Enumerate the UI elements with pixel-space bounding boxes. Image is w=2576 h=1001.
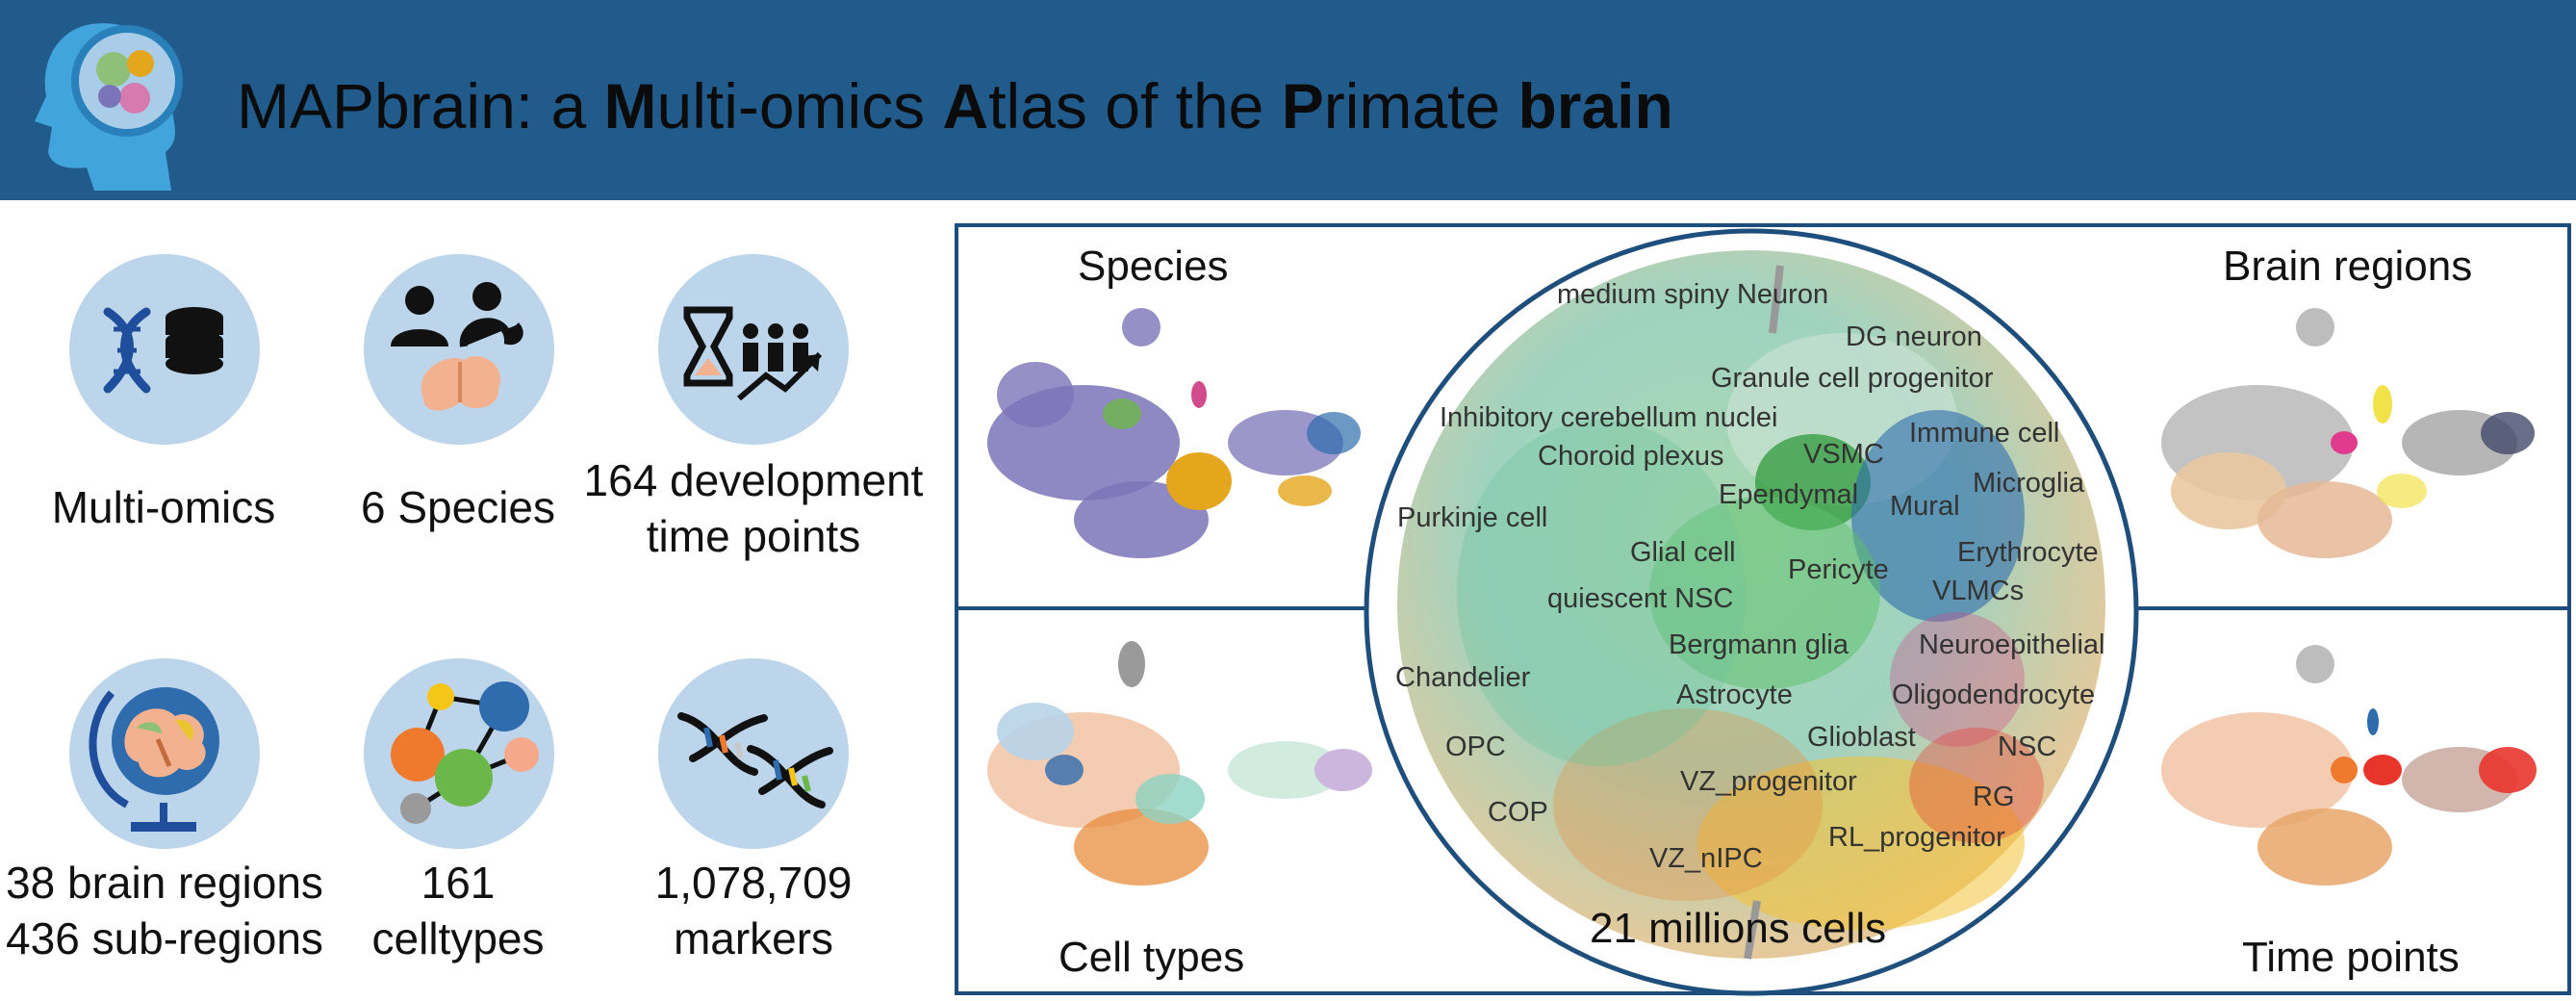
cell-label: VSMC (1803, 439, 1884, 470)
title-segment: A (942, 70, 989, 141)
cell-label: NSC (1998, 732, 2057, 762)
total-cells-caption: 21 millions cells (1590, 905, 1887, 952)
cell-label: Glioblast (1807, 722, 1916, 753)
cell-label: DG neuron (1846, 321, 1982, 352)
cell-label: Immune cell (1909, 418, 2060, 449)
stat-line: 161 (421, 858, 496, 908)
cell-types-umap-plot (987, 641, 1372, 886)
dna-database-icon (103, 307, 223, 394)
cell-label: Microglia (1973, 468, 2085, 499)
stat-line: markers (673, 913, 834, 963)
cell-label: Glial cell (1630, 537, 1736, 568)
header-banner: MAPbrain: a Multi-omics Atlas of the Pri… (0, 0, 2576, 200)
multiomics-label: Multi-omics (29, 479, 298, 535)
cell-label: RG (1973, 782, 2015, 812)
species-panel-title: Species (1078, 243, 1229, 290)
divider-left (956, 606, 1382, 610)
stat-line: 164 development (583, 455, 924, 505)
title-segment: brain (1518, 70, 1673, 141)
regions-circle (69, 658, 260, 849)
time-points-panel-title: Time points (2242, 934, 2460, 981)
title-segment: P (1281, 70, 1324, 141)
regions-label: 38 brain regions 436 sub-regions (0, 855, 329, 966)
markers-circle (658, 658, 849, 849)
cell-label: VZ_progenitor (1680, 766, 1857, 797)
species-circle (364, 254, 554, 445)
stat-line: 436 sub-regions (6, 913, 323, 963)
cell-atlas-sphere (1364, 228, 2139, 996)
cell-label: Purkinje cell (1397, 502, 1548, 533)
title-segment: M (603, 70, 657, 141)
cell-label: Oligodendrocyte (1892, 680, 2096, 710)
title-segment: MAPbrain: a (237, 70, 604, 141)
time-points-umap-plot (2161, 645, 2537, 886)
timepoints-circle (658, 254, 849, 445)
celltypes-circle (364, 658, 554, 849)
stat-line: 1,078,709 (654, 858, 853, 908)
timepoints-label: 164 development time points (561, 452, 946, 564)
multiomics-circle (69, 254, 260, 445)
title-segment: ulti-omics (656, 70, 943, 141)
stat-line: time points (646, 511, 861, 561)
brain-regions-umap-plot (2161, 308, 2535, 558)
cell-label: Choroid plexus (1538, 441, 1724, 472)
hourglass-people-growth-icon (683, 306, 823, 401)
species-label: 6 Species (323, 479, 593, 535)
cell-label: Pericyte (1788, 554, 1889, 585)
cell-label: Mural (1890, 491, 1960, 522)
title-segment: rimate (1323, 70, 1518, 141)
cell-label: Astrocyte (1676, 680, 1793, 710)
cell-label: Bergmann glia (1669, 629, 1849, 660)
dna-double-helix-icon (677, 712, 833, 808)
cell-label: VLMCs (1932, 576, 2025, 606)
cell-types-panel-title: Cell types (1058, 934, 1245, 981)
cell-label: RL_progenitor (1828, 822, 2005, 853)
stat-line: 6 Species (360, 482, 555, 532)
markers-label: 1,078,709 markers (590, 855, 917, 966)
brain-globe-icon (89, 687, 219, 832)
cell-label: OPC (1445, 732, 1506, 762)
human-monkey-brain-icon (391, 282, 523, 411)
stat-line: 38 brain regions (6, 858, 323, 908)
cell-label: Erythrocyte (1957, 537, 2099, 568)
cell-network-icon (391, 681, 539, 824)
head-with-brain-globe-icon (35, 23, 183, 191)
cell-label: Inhibitory cerebellum nuclei (1440, 402, 1778, 433)
stat-line: celltypes (371, 913, 545, 963)
cell-label: Ependymal (1719, 479, 1859, 510)
title-segment: tlas of the (988, 70, 1282, 141)
species-umap-plot (987, 308, 1361, 558)
celltypes-label: 161 celltypes (323, 855, 593, 966)
cell-label: COP (1488, 797, 1548, 828)
cell-label: Chandelier (1395, 662, 1531, 693)
stat-line: Multi-omics (51, 482, 276, 532)
page-title: MAPbrain: a Multi-omics Atlas of the Pri… (237, 69, 1673, 142)
cell-label: medium spiny Neuron (1557, 279, 1829, 310)
cell-label: quiescent NSC (1547, 583, 1734, 614)
cell-label: Granule cell progenitor (1711, 363, 1994, 394)
divider-right (2134, 606, 2569, 610)
cell-label: Neuroepithelial (1919, 629, 2105, 660)
brain-regions-panel-title: Brain regions (2223, 243, 2473, 290)
cell-label: VZ_nIPC (1649, 843, 1763, 874)
